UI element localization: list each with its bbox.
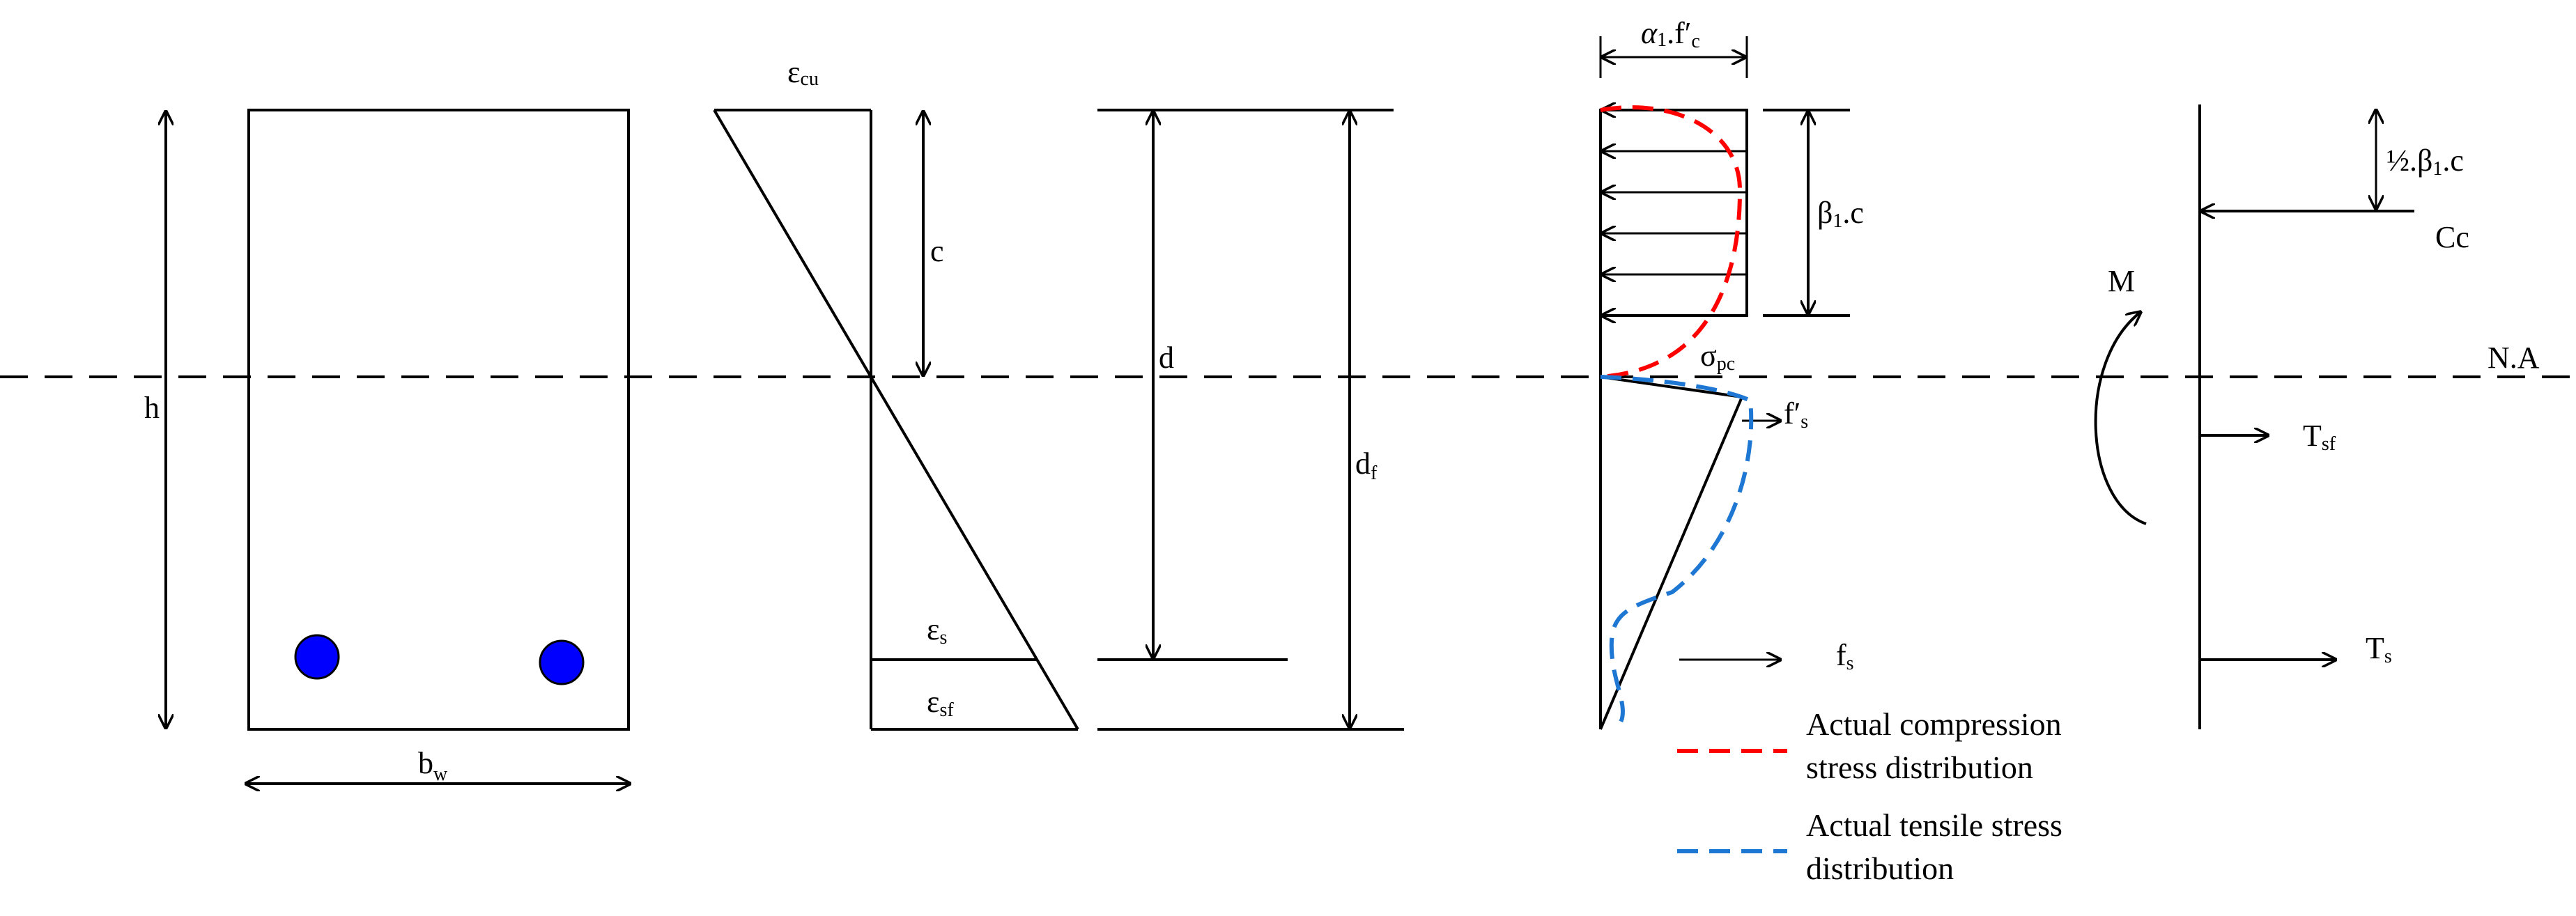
legend: Actual compression stress distribution A… [1677,706,2062,886]
strain-diagram: εcu εs εsf c d df [713,55,1404,731]
fs-label: fs [1836,638,1854,674]
tsf-label: Tsf [2303,419,2336,455]
tension-linear-top [1600,375,1743,398]
fs-prime-label: f′s [1784,396,1808,433]
stress-diagram: α1.f′c β1.c σpc f′s fs [1599,16,1864,730]
ecu-label: εcu [787,55,819,90]
esf-label: εsf [927,685,954,721]
sigma-pc-label: σpc [1700,339,1735,375]
section-outline [247,109,630,731]
rebar-right [539,639,585,685]
neutral-axis-label: N.A [2488,341,2540,375]
width-label: bw [418,746,448,785]
cc-label: Cc [2435,220,2469,254]
df-label: df [1355,447,1378,484]
d-label: d [1159,341,1174,375]
moment-arrow [2094,312,2147,525]
height-label: h [144,391,160,425]
cross-section: h bw [144,109,630,785]
tension-linear-profile [1599,396,1743,730]
legend-compression-line2: stress distribution [1806,750,2033,785]
alpha-label: α1.f′c [1641,16,1700,52]
legend-compression-line1: Actual compression [1806,706,2062,742]
beta-label: β1.c [1817,196,1864,232]
rebar-left [294,634,340,680]
legend-tensile-line1: Actual tensile stress [1806,807,2062,843]
moment-label: M [2108,264,2135,298]
es-label: εs [927,612,947,649]
ts-label: Ts [2366,631,2392,667]
force-diagram: ½.β1.c Cc Tsf Ts M [2094,104,2469,729]
tensile-curve [1600,375,1754,730]
c-label: c [930,234,944,268]
legend-tensile-line2: distribution [1806,851,1954,886]
half-beta-label: ½.β1.c [2386,143,2464,180]
strain-profile-line [713,109,1079,731]
equivalent-stress-block [1599,109,1748,317]
compression-curve [1600,105,1743,379]
